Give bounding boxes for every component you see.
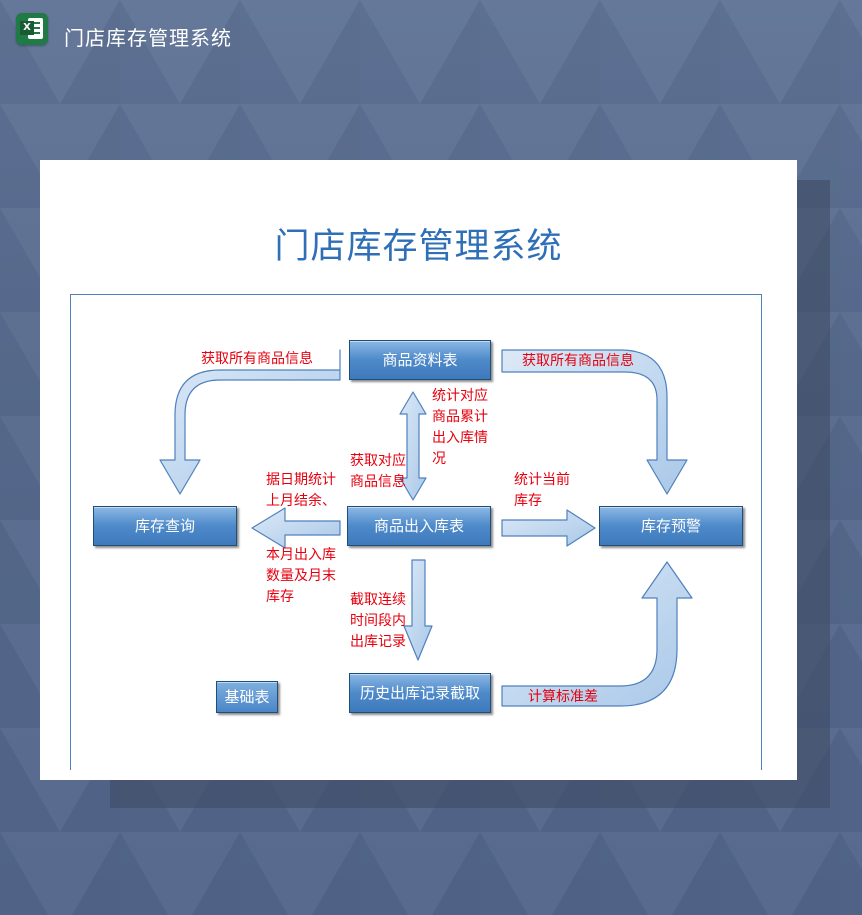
diagram-frame: [70, 294, 762, 770]
label-get-all-right: 获取所有商品信息: [522, 353, 634, 369]
title-bar: X 门店库存管理系统: [0, 0, 862, 70]
excel-icon: X: [16, 13, 48, 45]
arrow-inout-to-history: [403, 559, 433, 661]
arrow-inout-to-query: [251, 507, 341, 549]
document-card: 门店库存管理系统 商品资料表 商品出入库表 库存查询 库存预警: [40, 160, 797, 780]
stock-inout-box[interactable]: 商品出入库表: [347, 506, 491, 546]
label-stat-cumulative: 统计对应 商品累计 出入库情 况: [432, 388, 488, 467]
product-info-box[interactable]: 商品资料表: [349, 340, 491, 380]
label-get-all-left: 获取所有商品信息: [201, 351, 313, 367]
label-by-date: 据日期统计 上月结余、: [266, 472, 336, 509]
label-stat-current: 统计当前 库存: [514, 472, 570, 509]
document-title: 门店库存管理系统: [274, 227, 563, 267]
arrow-info-to-query: [159, 349, 341, 495]
label-truncate: 截取连续 时间段内 出库记录: [350, 592, 406, 650]
flow-arrows: [159, 349, 693, 707]
base-table-box[interactable]: 基础表: [216, 681, 278, 713]
history-record-box[interactable]: 历史出库记录截取: [349, 673, 491, 713]
stock-warning-box[interactable]: 库存预警: [599, 506, 743, 546]
excel-x-badge: X: [20, 21, 34, 35]
stock-query-box[interactable]: 库存查询: [93, 506, 237, 546]
arrow-history-to-warning: [501, 561, 693, 707]
arrow-info-to-warning: [501, 349, 688, 495]
arrow-info-inout-double: [399, 391, 427, 501]
label-get-corresponding: 获取对应 商品信息: [350, 453, 406, 490]
app-title: 门店库存管理系统: [64, 26, 232, 50]
label-calc-std: 计算标准差: [528, 689, 598, 705]
arrow-inout-to-warning: [501, 509, 596, 547]
label-monthly: 本月出入库 数量及月末 库存: [266, 547, 336, 605]
